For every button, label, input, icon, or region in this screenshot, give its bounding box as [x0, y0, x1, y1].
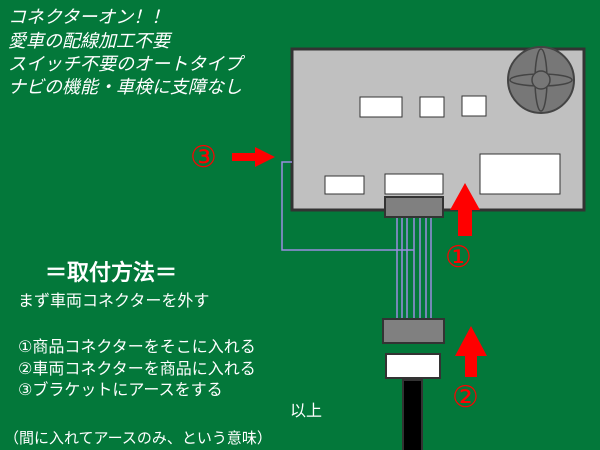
headline-4: ナビの機能・車検に支障なし [8, 77, 242, 98]
marker-3: ③ [190, 140, 217, 175]
headline-3: スイッチ不要のオートタイプ [8, 54, 242, 75]
headline-2: 愛車の配線加工不要 [8, 31, 170, 52]
unit-ports [324, 95, 561, 195]
marker-2: ② [452, 380, 479, 415]
step-2: ②車両コネクターを商品に入れる [18, 359, 256, 378]
wire-harness [281, 161, 432, 320]
vehicle-cable [402, 379, 423, 450]
headline-1: コネクターオン！！ [8, 7, 170, 28]
marker-1: ① [445, 240, 472, 275]
product-connector [384, 196, 444, 218]
step-end: 以上 [290, 401, 323, 420]
note: （間に入れてアースのみ、という意味） [4, 429, 272, 447]
section-title: ＝取付方法＝ [45, 261, 178, 286]
vehicle-connector [385, 353, 441, 379]
earth-wire [281, 161, 414, 251]
step-3: ③ブラケットにアースをする [18, 380, 223, 399]
step-intro: まず車両コネクターを外す [18, 291, 210, 310]
product-connector-lower [382, 318, 445, 344]
step-1: ①商品コネクターをそこに入れる [18, 337, 256, 356]
arrow-up-1-icon [450, 183, 480, 236]
arrow-right-3-icon [232, 147, 275, 167]
arrow-up-2-icon [455, 326, 487, 377]
fan-icon [507, 46, 575, 114]
